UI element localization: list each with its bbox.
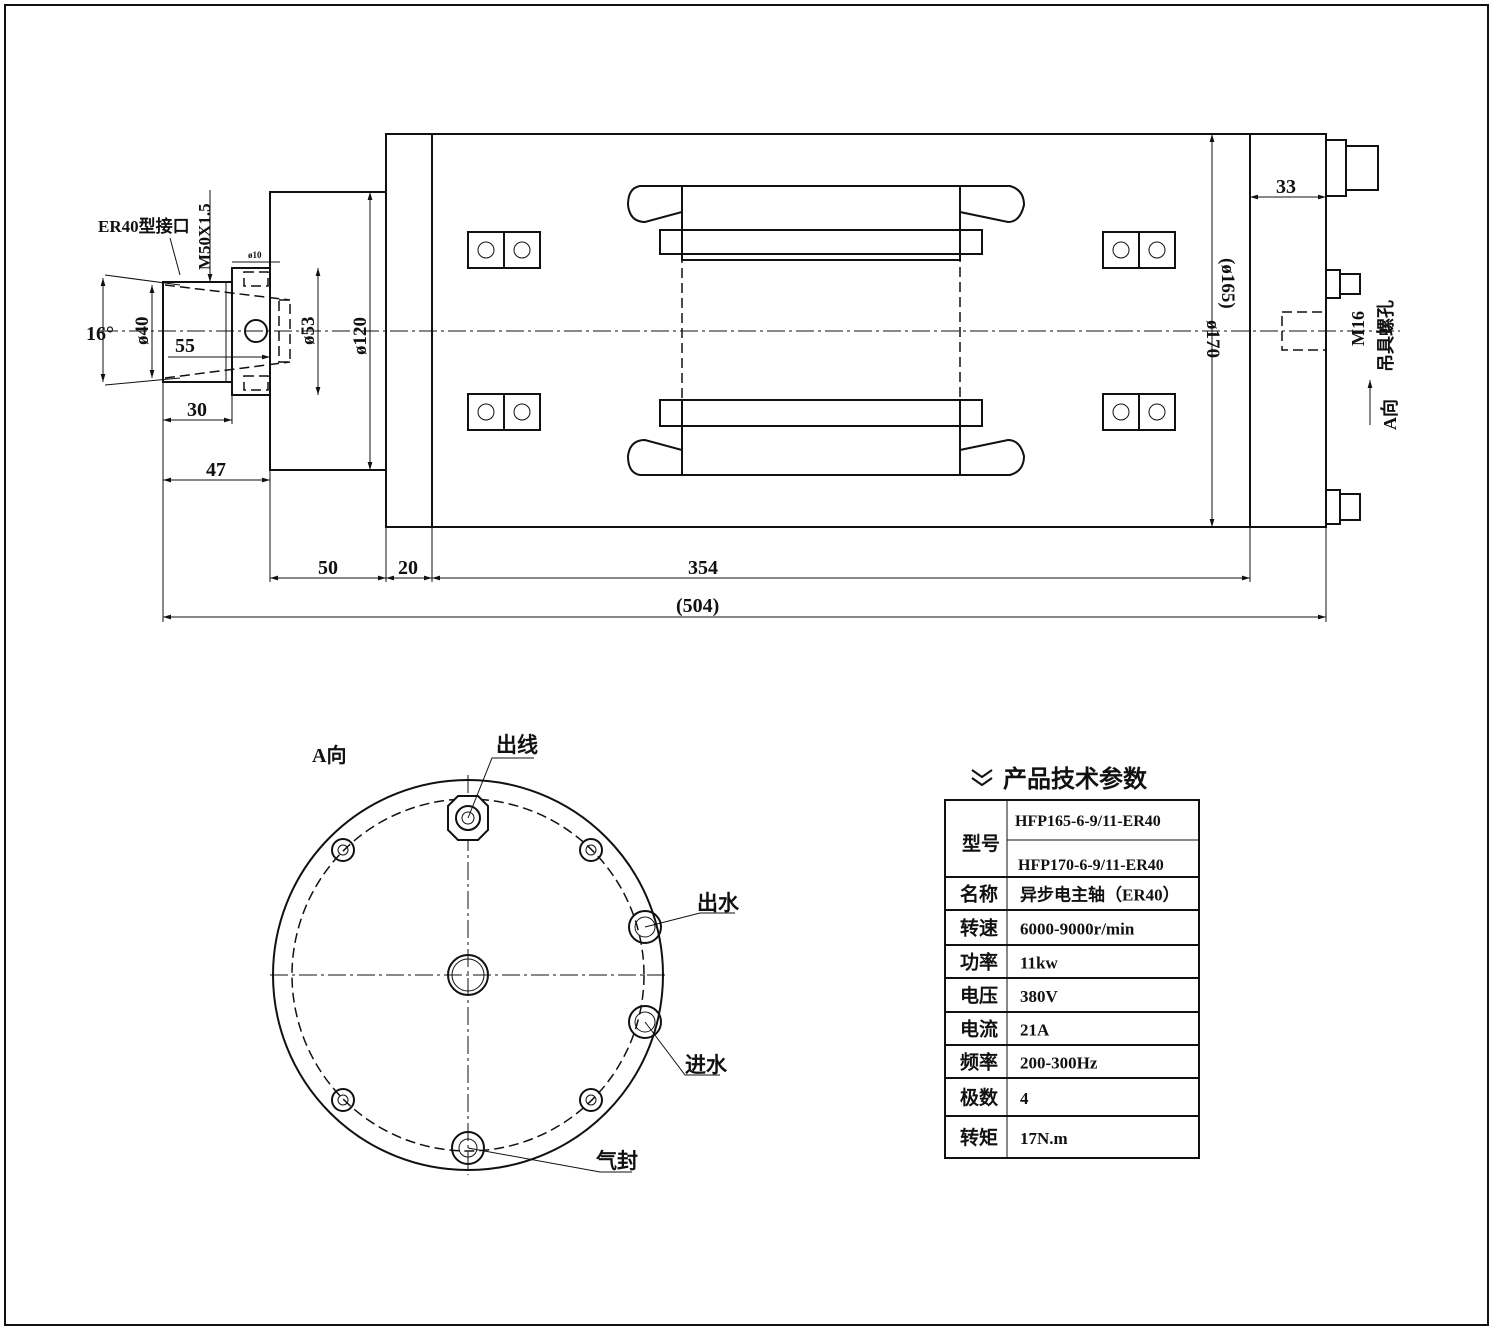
spec-label: 转矩 (960, 1126, 998, 1149)
stator-winding-bottom (626, 399, 1026, 476)
spec-label: 电压 (960, 984, 998, 1007)
dim-55: 55 (175, 335, 195, 357)
bolts (331, 838, 603, 1112)
spec-label: 名称 (960, 883, 998, 906)
spec-value: 6000-9000r/min (1020, 920, 1135, 939)
side-view: ER40型接口 M50X1.5 16° ø40 ø10 ø53 ø120 ø17… (86, 133, 1400, 622)
water-in-fitting (628, 1005, 662, 1039)
dim-47: 47 (206, 459, 226, 481)
spec-label: 功率 (960, 951, 998, 974)
rear-connectors (1281, 139, 1379, 525)
spec-value: 21A (1020, 1021, 1050, 1040)
dim-50: 50 (318, 557, 338, 579)
wrench-hole (244, 319, 268, 343)
d10-label: ø10 (248, 250, 262, 260)
d170-label: ø170 (1202, 320, 1223, 358)
end-view-title: A向 (312, 743, 346, 767)
m16-label: M16 (1348, 311, 1368, 346)
model-label: 型号 (962, 832, 1000, 855)
dim-354: 354 (688, 557, 718, 579)
d40-label: ø40 (132, 317, 153, 346)
dim-504: (504) (676, 595, 719, 617)
view-a-label: A向 (1379, 399, 1400, 430)
water-in-label: 进水 (685, 1053, 728, 1077)
spec-value: 200-300Hz (1020, 1054, 1098, 1073)
collet-label: ER40型接口 (98, 216, 190, 236)
d120-label: ø120 (350, 317, 371, 355)
collet (162, 281, 233, 383)
spec-value: 11kw (1020, 954, 1059, 973)
spec-value: 异步电主轴（ER40） (1020, 885, 1180, 905)
lift-hole-label: 吊具螺孔 (1376, 300, 1396, 372)
spec-label: 频率 (960, 1051, 998, 1074)
spec-label: 转速 (960, 917, 998, 940)
dim-20: 20 (398, 557, 418, 579)
d165-label: (ø165) (1217, 258, 1238, 309)
dim-33: 33 (1276, 176, 1296, 198)
rotor-outline (681, 229, 961, 427)
spec-value: 17N.m (1020, 1129, 1068, 1148)
spec-table: 产品技术参数 型号 HFP165-6-9/11-ER40 HFP170-6-9/… (944, 765, 1200, 1159)
air-seal-fitting (451, 1131, 485, 1165)
center-hole (447, 954, 489, 996)
drawing-border (4, 4, 1489, 1326)
spec-label: 电流 (960, 1018, 998, 1041)
angle-label: 16° (86, 323, 114, 345)
spec-value: 380V (1020, 987, 1059, 1006)
water-out-fitting (628, 910, 662, 944)
cable-out-label: 出线 (496, 733, 538, 757)
spec-label: 极数 (960, 1086, 999, 1109)
model-2: HFP170-6-9/11-ER40 (1018, 857, 1164, 874)
d53-label: ø53 (298, 317, 319, 346)
double-chevron-down-icon (971, 769, 993, 787)
stator-winding-top (626, 185, 1026, 261)
m16-lift-hole (1281, 311, 1327, 351)
bearings (467, 231, 1176, 431)
air-seal-label: 气封 (595, 1149, 638, 1173)
spec-value: 4 (1020, 1089, 1029, 1108)
spec-title: 产品技术参数 (1003, 765, 1148, 793)
dim-30: 30 (187, 399, 207, 421)
model-1: HFP165-6-9/11-ER40 (1015, 813, 1161, 830)
end-view-a: A向 出线 出水 进水 气封 (270, 733, 740, 1175)
water-out-label: 出水 (697, 891, 740, 915)
thread-label: M50X1.5 (195, 203, 214, 270)
